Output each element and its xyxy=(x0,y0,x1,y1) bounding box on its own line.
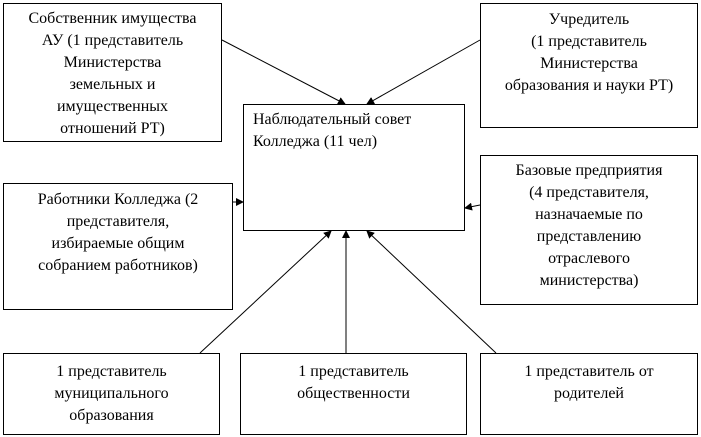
founder-box: Учредитель (1 представитель Министерства… xyxy=(480,3,698,128)
municipal-label: 1 представитель муниципального образован… xyxy=(54,363,169,424)
municipal-box: 1 представитель муниципального образован… xyxy=(3,353,220,435)
public-box: 1 представитель общественности xyxy=(240,353,467,435)
employees-box: Работники Колледжа (2 представителя, изб… xyxy=(3,183,233,310)
parents-box: 1 представитель от родителей xyxy=(480,353,698,435)
arrow-owner-to-council xyxy=(221,39,346,105)
enterprises-label: Базовые предприятия (4 представителя, на… xyxy=(515,162,663,289)
council-box: Наблюдательный совет Колледжа (11 чел) xyxy=(243,104,465,231)
parents-label: 1 представитель от родителей xyxy=(524,363,654,402)
employees-label: Работники Колледжа (2 представителя, изб… xyxy=(37,191,199,274)
owner-label: Собственник имущества АУ (1 представител… xyxy=(28,10,197,137)
arrow-municipal-to-council xyxy=(199,230,332,354)
owner-box: Собственник имущества АУ (1 представител… xyxy=(3,3,222,142)
arrow-enterprises-to-council xyxy=(464,202,481,211)
arrow-parents-to-council xyxy=(366,230,497,354)
public-label: 1 представитель общественности xyxy=(297,363,410,402)
enterprises-box: Базовые предприятия (4 представителя, на… xyxy=(480,155,698,305)
council-label: Наблюдательный совет Колледжа (11 чел) xyxy=(253,111,412,150)
arrow-founder-to-council xyxy=(366,39,481,105)
founder-label: Учредитель (1 представитель Министерства… xyxy=(504,11,674,94)
